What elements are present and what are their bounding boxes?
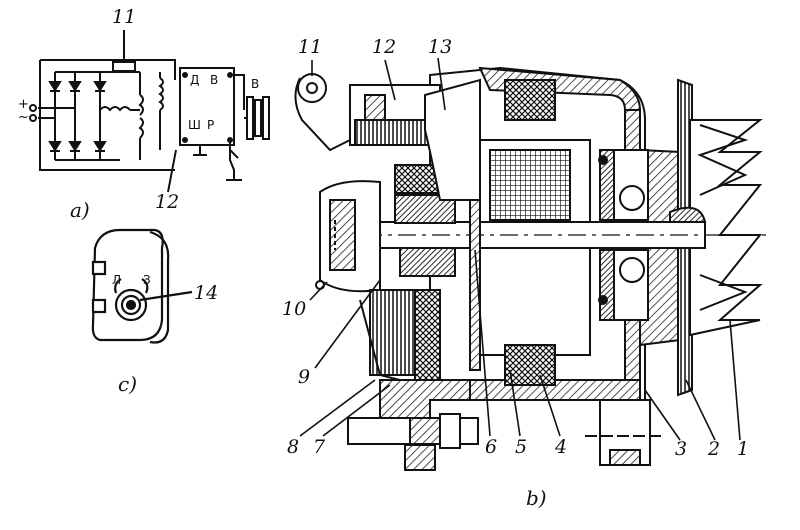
terminal-d-label: Д [190, 73, 200, 87]
section-callout-9: 9 [298, 366, 311, 388]
schematic-a [29, 30, 270, 193]
section-callout-2: 2 [708, 438, 721, 460]
section-callout-6: 6 [485, 436, 498, 458]
terminal-r-label: Р [207, 118, 215, 132]
switch-callout-14: 14 [194, 282, 219, 304]
terminal-v-label: В [210, 73, 219, 87]
section-callout-3: 3 [675, 438, 688, 460]
terminal-sh-label: Ш [188, 118, 201, 132]
plus-terminal-label: + [18, 97, 29, 112]
section-caption: b) [526, 486, 547, 510]
section-callout-11: 11 [298, 36, 323, 58]
leader-lines [299, 57, 741, 441]
schematic-caption: a) [70, 198, 90, 222]
schematic-callout-12: 12 [155, 191, 180, 213]
switch-label-l: Л [112, 273, 122, 287]
section-callout-7: 7 [313, 436, 326, 458]
schematic-callout-11: 11 [112, 6, 137, 28]
section-callout-8: 8 [287, 436, 300, 458]
section-callout-4: 4 [555, 436, 568, 458]
section-callout-1: 1 [737, 438, 750, 460]
section-callout-13: 13 [428, 36, 453, 58]
switch-panel-c [91, 228, 193, 344]
section-view-b [294, 66, 770, 471]
section-callout-5: 5 [515, 436, 528, 458]
section-callout-10: 10 [282, 298, 307, 320]
section-callout-12: 12 [372, 36, 397, 58]
switch-label-z: З [143, 273, 151, 287]
ac-terminal-label: ~ [18, 110, 29, 125]
output-terminal-v-label: В [251, 77, 260, 91]
switch-caption: c) [118, 372, 138, 396]
